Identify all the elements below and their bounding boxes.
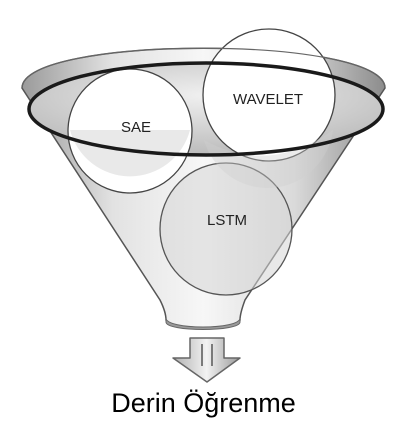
sae-lower-shade — [70, 130, 190, 177]
funnel-spout — [165, 317, 241, 330]
funnel-rim — [27, 61, 385, 157]
down-arrow-icon — [172, 337, 241, 383]
lstm-circle — [159, 162, 293, 296]
wavelet-lower-shade — [204, 130, 333, 188]
wavelet-label: WAVELET — [233, 91, 303, 108]
sae-label: SAE — [121, 119, 151, 136]
funnel-rim-outer — [21, 47, 386, 89]
output-label: Derin Öğrenme — [111, 388, 296, 418]
lstm-label: LSTM — [207, 212, 247, 229]
